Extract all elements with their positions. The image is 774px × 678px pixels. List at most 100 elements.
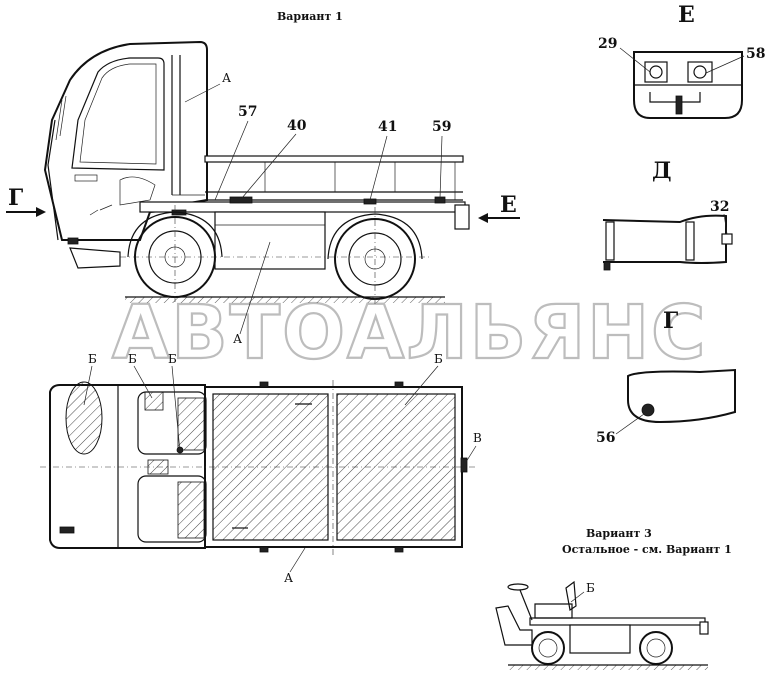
- callout-B-3: Б: [168, 352, 181, 453]
- v3-seat: [534, 603, 573, 619]
- view-D-body: [602, 214, 727, 264]
- ground-hatch: [125, 297, 445, 303]
- view-D-plate-2: [685, 221, 695, 261]
- callout-V: В: [465, 431, 482, 463]
- view-D-tab: [603, 261, 611, 271]
- callout-57: 57: [214, 104, 257, 201]
- v3-front: [495, 605, 533, 646]
- side-bump-2: [394, 381, 404, 388]
- view-arrow-right: Е: [478, 192, 520, 223]
- side-bump-4: [394, 546, 404, 553]
- svg-text:Б: Б: [168, 352, 177, 366]
- v3-platform: [529, 617, 706, 626]
- cab-front-detail: [55, 95, 67, 141]
- svg-text:41: 41: [378, 119, 397, 135]
- svg-text:А: А: [284, 571, 293, 585]
- callout-B-2: Б: [128, 352, 153, 399]
- view-arrow-left-label: Г: [8, 185, 23, 211]
- rear-lamp: [454, 204, 470, 230]
- roof-hatch-front: [65, 381, 103, 455]
- callout-A-cab: А: [184, 71, 231, 103]
- svg-text:Б: Б: [128, 352, 137, 366]
- battery-box: [214, 211, 326, 270]
- chassis-frame: [139, 201, 466, 213]
- callout-A-bottom: А: [284, 547, 306, 585]
- pedal-lines: [89, 204, 113, 216]
- callout-B-4: Б: [404, 352, 443, 406]
- view-E-label: Е: [678, 2, 695, 28]
- view-G-body: [627, 368, 736, 424]
- view-G-label: Г: [663, 308, 678, 334]
- seat-hatch-left: [177, 397, 205, 451]
- roof-hatch-small: [144, 391, 164, 411]
- button-56: [641, 403, 655, 417]
- callout-56: 56: [596, 413, 645, 446]
- callout-59: 59: [432, 119, 451, 199]
- switch-29: [644, 61, 668, 83]
- connector-40: [229, 196, 253, 204]
- cab-window-inner: [79, 63, 157, 165]
- view-arrow-right-label: Е: [500, 192, 517, 218]
- v3-ground: [508, 665, 708, 670]
- front-lamp: [67, 237, 79, 245]
- v3-rear-wheel: [639, 631, 673, 665]
- callout-B-1: Б: [83, 352, 97, 406]
- callout-29: 29: [598, 36, 651, 73]
- callout-40: 40: [241, 118, 307, 199]
- watermark: АВТОАЛЬЯНС: [112, 290, 707, 376]
- v3-front-wheel: [531, 631, 565, 665]
- svg-text:57: 57: [238, 104, 257, 120]
- note-variant-3: Остальное - см. Вариант 1: [562, 543, 732, 556]
- side-bump-1: [259, 381, 269, 388]
- view-D-label: Д: [652, 158, 672, 184]
- side-bump-3: [259, 546, 269, 553]
- view-D-plate: [605, 221, 615, 261]
- view-G: Г: [627, 308, 736, 424]
- callout-58: 58: [705, 46, 765, 74]
- svg-text:58: 58: [746, 46, 765, 62]
- svg-text:59: 59: [432, 119, 451, 135]
- switch-58: [687, 61, 713, 83]
- v3-seatback: [565, 580, 577, 612]
- variant-3-truck: [495, 580, 709, 670]
- v3-battery: [569, 624, 631, 654]
- cab-window: [71, 57, 165, 171]
- svg-text:29: 29: [598, 36, 617, 52]
- view-E: Е: [633, 2, 743, 119]
- title-variant-3: Вариант 3: [586, 527, 652, 540]
- cab-side-lamp: [74, 174, 98, 182]
- svg-text:Б: Б: [586, 581, 595, 595]
- view-E-body: [633, 51, 743, 119]
- view-D: Д: [602, 158, 733, 271]
- view-E-bracket: [649, 92, 701, 103]
- platform-top-rail: [204, 155, 464, 163]
- seat-hatch-right: [177, 481, 205, 539]
- svg-text:В: В: [473, 431, 482, 445]
- title-variant-1: Вариант 1: [277, 10, 343, 23]
- callout-41: 41: [369, 119, 397, 201]
- cab-front: [47, 119, 59, 241]
- cab-body: [43, 40, 208, 241]
- seat-silhouette: [119, 176, 156, 206]
- svg-text:56: 56: [596, 430, 615, 446]
- callout-A-under: А: [233, 241, 271, 346]
- svg-text:40: 40: [287, 118, 307, 134]
- callout-32: 32: [710, 199, 729, 235]
- view-arrow-left: Г: [6, 185, 46, 217]
- v3-rear-lamp: [699, 621, 709, 635]
- front-bumper: [69, 247, 121, 269]
- svg-text:Б: Б: [434, 352, 443, 366]
- socket-32: [721, 233, 733, 245]
- svg-text:А: А: [222, 71, 231, 85]
- mirror-bottom: [59, 526, 75, 534]
- svg-text:А: А: [233, 332, 242, 346]
- callout-B-5: Б: [570, 581, 595, 603]
- rear-hitch: [460, 457, 468, 473]
- side-view-truck: [43, 40, 470, 305]
- top-view-truck: [40, 380, 475, 555]
- view-E-bolt: [675, 95, 683, 115]
- svg-text:32: 32: [710, 199, 729, 215]
- svg-text:Б: Б: [88, 352, 97, 366]
